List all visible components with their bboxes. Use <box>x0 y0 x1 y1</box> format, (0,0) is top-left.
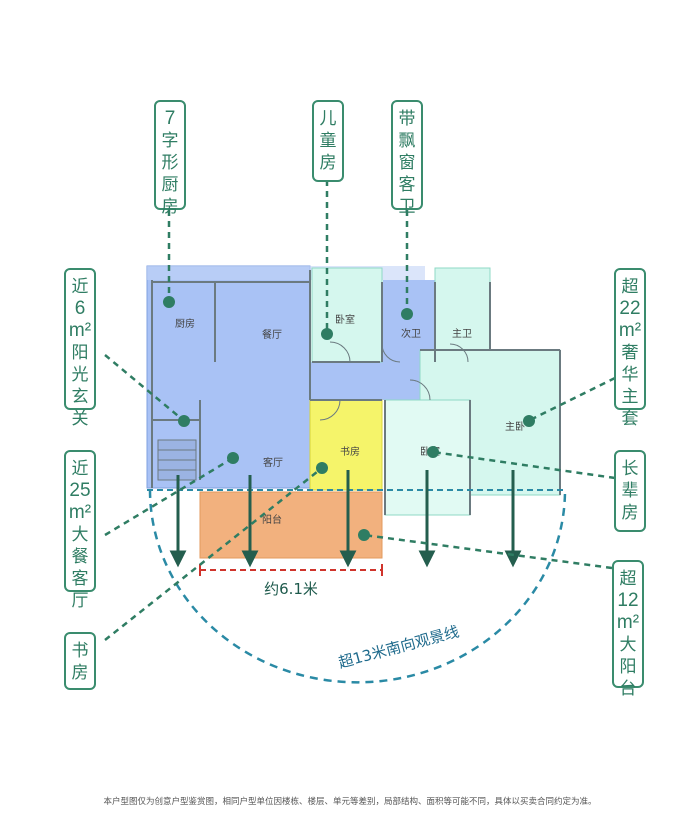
balcony-zone <box>199 491 383 559</box>
south-arrows <box>169 470 522 568</box>
label-kitchen: 7 字 形 厨 房 <box>154 100 186 217</box>
room-bedroom: 卧室 <box>335 313 355 326</box>
fixture <box>157 439 197 481</box>
leader-lines <box>104 180 616 641</box>
room-living: 客厅 <box>263 456 283 469</box>
label-guest-bath: 带 飘 窗 客 卫 <box>391 100 423 217</box>
cyan-zone <box>311 267 561 516</box>
view-line-text: 超13米南向观景线 <box>336 622 461 672</box>
door-arcs <box>319 341 469 421</box>
label-elder-room: 长 辈 房 <box>614 450 646 532</box>
study-zone <box>309 399 383 491</box>
label-kids-room: 儿 童 房 <box>312 100 344 182</box>
label-master-suite: 超 22 m² 奢 华 主 套 <box>614 268 646 429</box>
room-dining: 餐厅 <box>262 328 282 341</box>
room-master-bed: 主卧 <box>505 420 525 433</box>
room-second-bath: 次卫 <box>401 327 421 340</box>
room-balcony: 阳台 <box>262 513 282 526</box>
room-kitchen: 厨房 <box>175 317 195 330</box>
dimension-text: 约6.1米 <box>264 580 318 598</box>
label-entry: 近 6 m² 阳 光 玄 关 <box>64 268 96 429</box>
room-master-bath: 主卫 <box>452 328 472 340</box>
disclaimer: 本户型图仅为创意户型鉴赏图，相同户型单位因楼栋、楼层、单元等差别，局部结构、面积… <box>103 797 597 807</box>
leader-dots <box>163 296 535 541</box>
label-balcony: 超 12 m² 大 阳 台 <box>612 560 644 699</box>
room-study: 书房 <box>340 445 360 458</box>
label-study: 书 房 <box>64 632 96 690</box>
label-living: 近 25 m² 大 餐 客 厅 <box>64 450 96 611</box>
view-arc <box>148 489 567 684</box>
